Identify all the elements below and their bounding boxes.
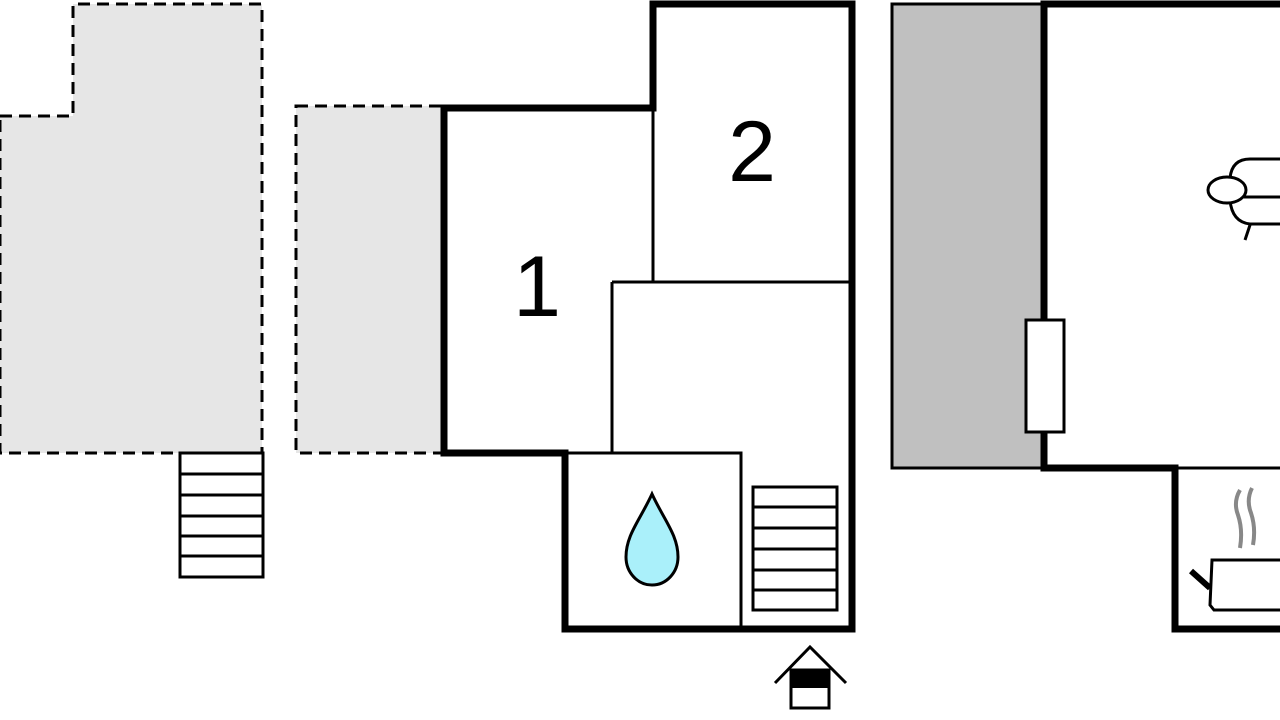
entrance-icon (773, 644, 848, 710)
terrace-middle (294, 104, 446, 455)
stairs-icon (751, 485, 839, 612)
balcony (890, 2, 1046, 470)
room-label-1: 1 (513, 239, 561, 335)
window-icon (1024, 318, 1066, 434)
room-label-2: 2 (728, 104, 776, 200)
kettle-icon (1188, 487, 1280, 612)
sofa-icon (1206, 157, 1280, 241)
stairs-icon (178, 451, 265, 579)
water-drop-icon (624, 490, 680, 587)
terrace-left (0, 2, 264, 455)
building-main: 1 2 (440, 0, 856, 633)
building-right (1040, 0, 1280, 633)
